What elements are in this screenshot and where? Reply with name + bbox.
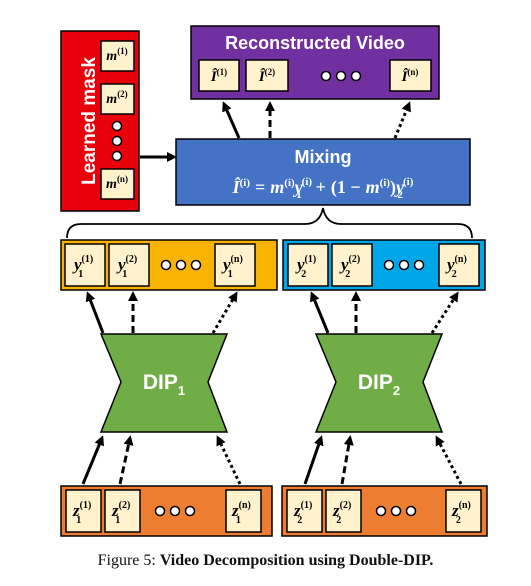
- recon-cell-1: Î(1): [198, 59, 240, 92]
- mask-ellipsis: [111, 120, 123, 162]
- recon-cell-n-sup: (n): [407, 67, 418, 77]
- y1-block: y(1)1 y(2)1 y(n)1: [60, 239, 278, 291]
- caption-prefix: Figure 5:: [97, 552, 160, 569]
- arrow-dip1-to-y1-1: [85, 291, 105, 334]
- y1-ellipsis: [160, 259, 202, 271]
- dip1-block: DIP1: [99, 333, 229, 433]
- mask-cell-n: m(n): [100, 168, 135, 200]
- mask-cell-n-base: m: [106, 177, 117, 192]
- y2-ellipsis: [383, 259, 425, 271]
- z2-cell-2: z(2)2: [325, 489, 362, 533]
- dip2-block: DIP2: [314, 333, 444, 433]
- mask-cell-1-base: m: [106, 49, 117, 64]
- svg-text:y(1)2: y(1)2: [295, 254, 316, 280]
- y2-cell-n: y(n)2: [438, 243, 480, 287]
- learned-mask-block: Learned mask m(1) m(2) m(n): [60, 30, 140, 212]
- z1-cell-n: z(n)1: [225, 489, 262, 533]
- arrow-dip1-to-y1-n: [211, 291, 238, 334]
- merge-brace: [66, 207, 473, 239]
- arrow-dip2-to-y2-1: [310, 291, 330, 334]
- dip2-shape: [314, 333, 444, 433]
- arrow-mixing-to-recon-n: [393, 101, 411, 139]
- z1-cell-1: z(1)1: [65, 489, 102, 533]
- svg-text:z(n)1: z(n)1: [231, 500, 251, 526]
- recon-ellipsis: [320, 70, 362, 82]
- svg-text:z(1)2: z(1)2: [293, 500, 312, 526]
- svg-text:Î(n): Î(n): [401, 67, 419, 85]
- recon-cell-n-base: Î: [401, 68, 409, 85]
- z2-block: z(1)2 z(2)2 z(n)2: [281, 485, 488, 537]
- svg-text:m(2): m(2): [106, 89, 127, 107]
- mask-cell-1-sup: (1): [117, 46, 128, 56]
- mixing-formula: Î(i)=m(i)y(i)1+(1 −m(i))y(i)2: [232, 176, 414, 201]
- arrow-z2-to-dip2-n: [435, 435, 463, 485]
- arrow-mixing-to-recon-1: [222, 101, 241, 139]
- svg-text:z(2)1: z(2)1: [111, 500, 130, 526]
- arrow-z1-to-dip1-2: [118, 435, 134, 485]
- z1-cell-2: z(2)1: [104, 489, 141, 533]
- y1-cell-n: y(n)1: [214, 243, 256, 287]
- mixing-block: Mixing Î(i)=m(i)y(i)1+(1 −m(i))y(i)2: [175, 138, 471, 206]
- svg-text:y(n)2: y(n)2: [445, 254, 467, 280]
- caption-title: Video Decomposition using Double-DIP.: [159, 552, 434, 569]
- svg-text:Î(1): Î(1): [210, 67, 227, 85]
- z2-ellipsis: [375, 505, 417, 517]
- recon-cell-2-sup: (2): [265, 67, 276, 77]
- reconstructed-video-title: Reconstructed Video: [225, 33, 405, 53]
- y1-cell-1: y(1)1: [64, 243, 106, 287]
- y1-cell-2: y(2)1: [108, 243, 150, 287]
- svg-text:z(2)2: z(2)2: [332, 500, 351, 526]
- mask-cell-2-sup: (2): [117, 89, 128, 99]
- svg-text:y(2)2: y(2)2: [339, 254, 360, 280]
- z2-cell-1: z(1)2: [286, 489, 323, 533]
- svg-text:y(n)1: y(n)1: [221, 254, 243, 280]
- svg-text:y(2)1: y(2)1: [116, 254, 137, 280]
- arrow-z2-to-dip2-1: [303, 435, 324, 485]
- learned-mask-label: Learned mask: [79, 57, 100, 185]
- svg-text:z(1)1: z(1)1: [72, 500, 91, 526]
- arrow-dip2-to-y2-n: [430, 291, 459, 334]
- z1-block: z(1)1 z(2)1 z(n)1: [60, 485, 273, 537]
- svg-text:y(1)1: y(1)1: [72, 254, 93, 280]
- dip2-label: DIP2: [358, 371, 400, 398]
- recon-cell-1-base: Î: [210, 68, 218, 85]
- mask-cell-2: m(2): [100, 83, 135, 115]
- mixing-box: [175, 138, 471, 206]
- reconstructed-video-block: Reconstructed Video Î(1) Î(2) Î(n): [190, 25, 440, 100]
- y2-cell-2: y(2)2: [331, 243, 373, 287]
- arrow-z1-to-dip1-n: [216, 435, 242, 485]
- recon-cell-2: Î(2): [245, 59, 289, 92]
- arrow-z2-to-dip2-2: [340, 435, 354, 485]
- svg-text:z(n)2: z(n)2: [451, 500, 471, 526]
- mask-cell-n-sup: (n): [117, 174, 128, 184]
- recon-cell-1-sup: (1): [217, 67, 228, 77]
- recon-cell-2-base: Î: [258, 68, 266, 85]
- dip1-label: DIP1: [143, 371, 185, 398]
- svg-text:Î(2): Î(2): [258, 67, 275, 85]
- mask-cell-1: m(1): [100, 40, 135, 72]
- recon-cell-n: Î(n): [389, 59, 432, 92]
- y2-cell-1: y(1)2: [287, 243, 329, 287]
- mixing-title: Mixing: [295, 147, 352, 167]
- z1-ellipsis: [154, 505, 196, 517]
- svg-text:m(n): m(n): [106, 174, 128, 192]
- y2-block: y(1)2 y(2)2 y(n)2: [282, 239, 486, 291]
- mask-cell-2-base: m: [106, 92, 117, 107]
- figure-caption: Figure 5: Video Decomposition using Doub…: [0, 552, 531, 570]
- arrow-z1-to-dip1-1: [81, 435, 104, 485]
- z2-cell-n: z(n)2: [445, 489, 482, 533]
- dip1-shape: [99, 333, 229, 433]
- svg-text:m(1): m(1): [106, 46, 127, 64]
